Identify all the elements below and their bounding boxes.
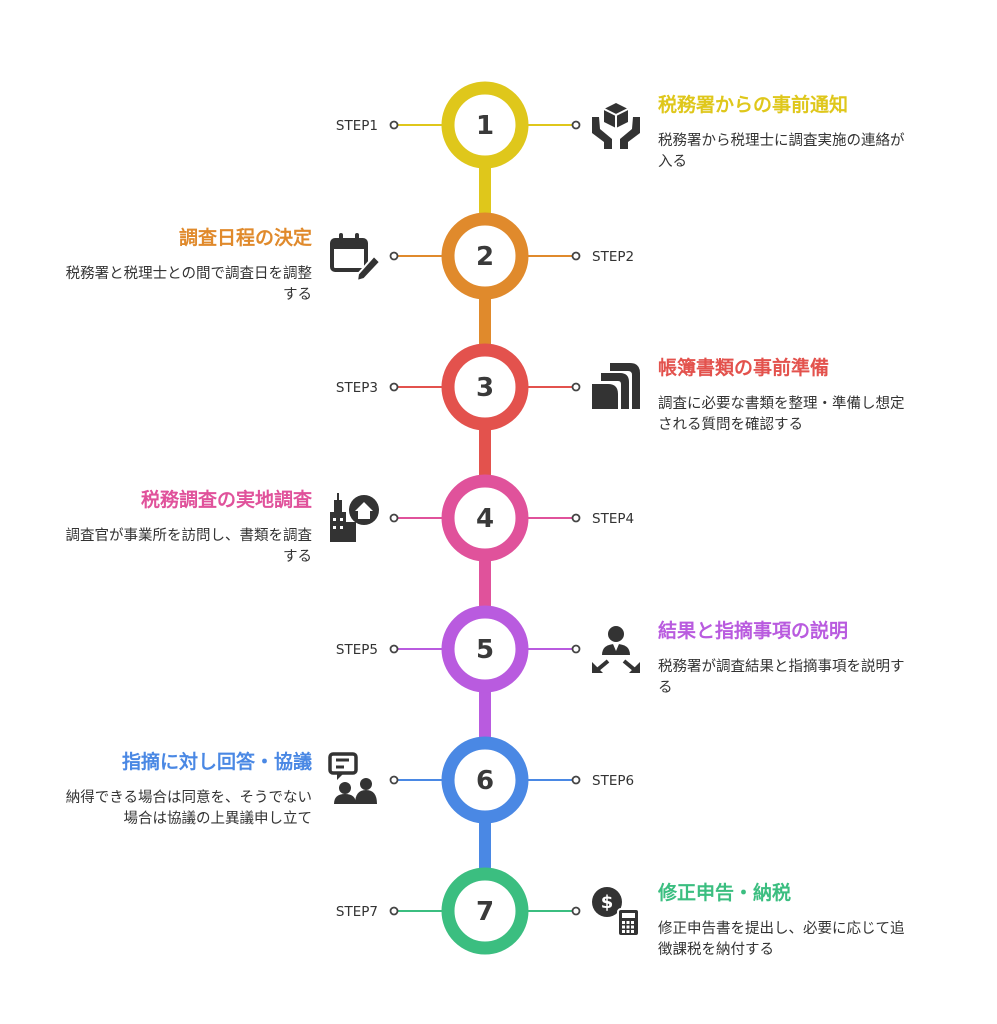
step-6-title: 指摘に対し回答・協議 (121, 751, 312, 773)
step-5-number: 5 (476, 635, 494, 665)
step-6-number: 6 (476, 766, 494, 796)
calendar-edit-icon (330, 233, 382, 283)
step-1-number: 1 (476, 111, 494, 141)
step-3-title: 帳簿書類の事前準備 (658, 357, 830, 379)
step-1-title: 税務署からの事前通知 (658, 94, 849, 116)
step-6-label: STEP6 (592, 773, 634, 789)
step-3-description: 調査に必要な書類を整理・準備し想定される質問を確認する (658, 396, 905, 433)
people-chat-icon (328, 752, 377, 804)
step-6-left-dot (389, 775, 399, 785)
step-5-label: STEP5 (336, 642, 378, 658)
step-2-title: 調査日程の決定 (178, 227, 312, 249)
step-5-description: 税務署が調査結果と指摘事項を説明する (658, 659, 905, 696)
step-4-title: 税務調査の実地調査 (140, 489, 312, 511)
svg-text:$: $ (601, 892, 614, 913)
step-3-label: STEP3 (336, 380, 378, 396)
step-6-circle (441, 736, 529, 824)
step-7-title: 修正申告・納税 (658, 882, 792, 904)
step-1-description: 税務署から税理士に調査実施の連絡が入る (658, 133, 905, 170)
step-7-circle (441, 867, 529, 955)
step-7-description: 修正申告書を提出し、必要に応じて追徴課税を納付する (658, 921, 905, 958)
step-3-circle (441, 343, 529, 431)
step-2-label: STEP2 (592, 249, 634, 265)
step-4-description: 調査官が事業所を訪問し、書類を調査する (65, 528, 313, 565)
step-7-label: STEP7 (336, 904, 378, 920)
step-7-left-dot (389, 906, 399, 916)
step-6-right-dot (571, 775, 581, 785)
step-4-right-dot (571, 513, 581, 523)
step-5-left-dot (389, 644, 399, 654)
presenter-arrows-icon (592, 626, 640, 673)
step-3-number: 3 (476, 373, 494, 403)
step-6-description: 納得できる場合は同意を、そうでない場合は協議の上異議申し立て (65, 790, 312, 827)
step-5-title: 結果と指摘事項の説明 (658, 620, 849, 642)
step-4-label: STEP4 (592, 511, 634, 527)
step-2-left-dot (389, 251, 399, 261)
step-1-right-dot (571, 120, 581, 130)
step-2-circle (441, 212, 529, 300)
step-1-circle (441, 81, 529, 169)
step-4-circle (441, 474, 529, 562)
step-7-number: 7 (476, 897, 494, 927)
step-2-right-dot (571, 251, 581, 261)
step-7-right-dot (571, 906, 581, 916)
step-4-left-dot (389, 513, 399, 523)
step-1-left-dot (389, 120, 399, 130)
step-5-circle (441, 605, 529, 693)
money-calculator-icon: $ (592, 887, 640, 937)
step-3-right-dot (571, 382, 581, 392)
documents-stack-icon (592, 363, 640, 409)
step-2-description: 税務署と税理士との間で調査日を調整する (65, 266, 312, 303)
step-1-label: STEP1 (336, 118, 378, 134)
hands-box-icon (592, 103, 640, 149)
step-4-number: 4 (476, 504, 494, 534)
step-2-number: 2 (476, 242, 494, 272)
step-5-right-dot (571, 644, 581, 654)
step-3-left-dot (389, 382, 399, 392)
buildings-home-icon (330, 493, 379, 542)
